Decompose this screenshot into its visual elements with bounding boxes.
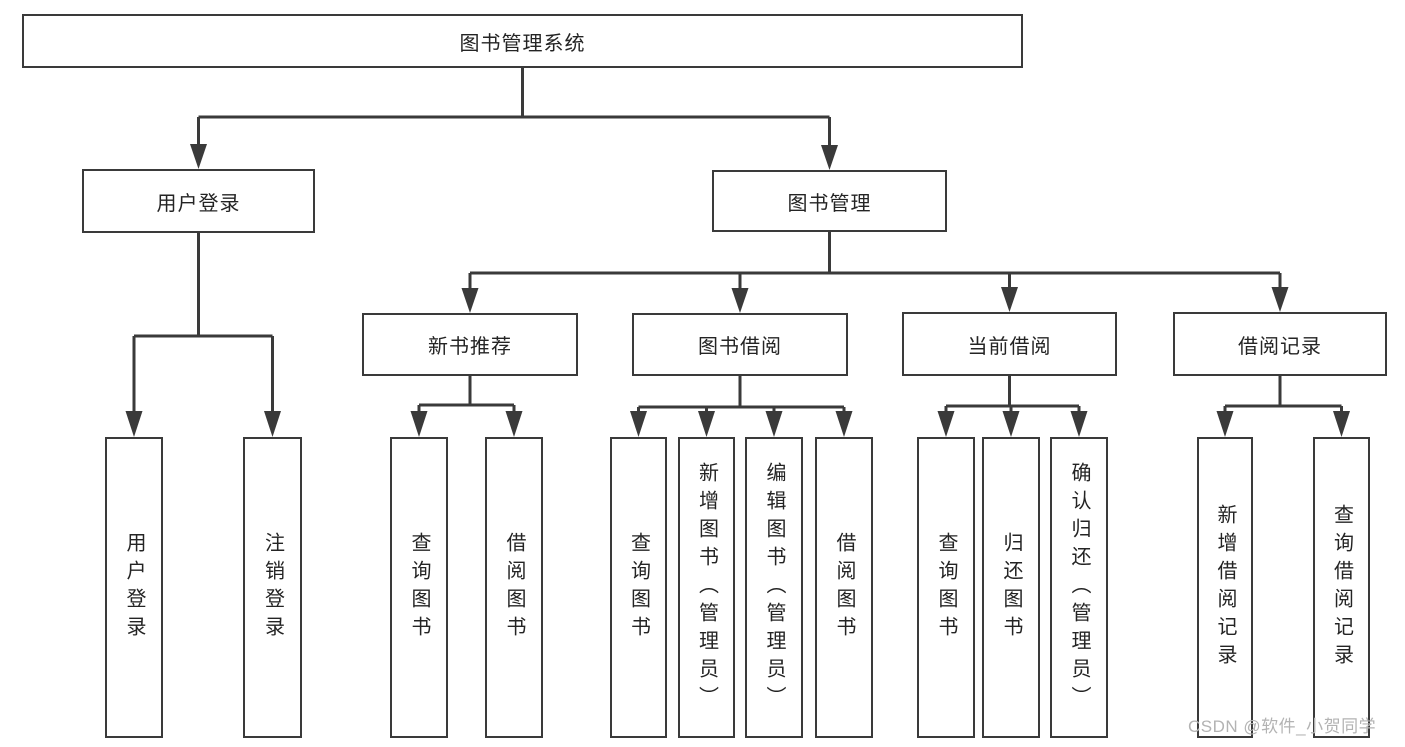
csdn-watermark: CSDN @软件_小贺同学 [1188,717,1377,736]
node-new-book-recommend: 新书推荐 [362,313,578,376]
leaf-rec-query-book: 查询图书 [390,437,448,738]
node-current-borrow: 当前借阅 [902,312,1117,376]
leaf-current-return-book-label: 归还图书 [1000,531,1022,644]
leaf-rec-borrow-book-label: 借阅图书 [503,531,525,644]
node-borrow-record-label: 借阅记录 [1238,335,1322,358]
leaf-borrow-add-book-admin-label: 新增图书（管理员） [695,461,718,714]
node-book-management-label: 图书管理 [787,192,872,215]
leaf-borrow-edit-book-admin-label: 编辑图书（管理员） [763,461,785,714]
node-new-book-recommend-label: 新书推荐 [428,336,512,358]
node-current-borrow-label: 当前借阅 [967,335,1052,358]
leaf-record-query-borrow-record-label: 查询借阅记录 [1330,503,1353,672]
node-book-management: 图书管理 [712,170,947,232]
leaf-record-query-borrow-record: 查询借阅记录 [1313,437,1370,738]
leaf-rec-query-book-label: 查询图书 [408,531,430,644]
node-library-system-label: 图书管理系统 [459,32,586,55]
leaf-borrow-query-book: 查询图书 [610,437,667,738]
node-borrow-record: 借阅记录 [1173,312,1387,376]
node-book-borrow: 图书借阅 [632,313,848,376]
leaf-record-add-borrow-record: 新增借阅记录 [1197,437,1253,738]
leaf-current-query-book: 查询图书 [917,437,975,738]
node-library-system: 图书管理系统 [22,14,1023,68]
leaf-borrow-borrow-book-label: 借阅图书 [833,531,855,644]
leaf-borrow-edit-book-admin: 编辑图书（管理员） [745,437,803,738]
leaf-logout: 注销登录 [243,437,302,738]
leaf-current-confirm-return-admin-label: 确认归还（管理员） [1068,461,1090,714]
leaf-logout-label: 注销登录 [261,531,284,644]
leaf-current-confirm-return-admin: 确认归还（管理员） [1050,437,1108,738]
leaf-record-add-borrow-record-label: 新增借阅记录 [1214,503,1236,672]
leaf-user-login-label: 用户登录 [123,531,145,644]
leaf-rec-borrow-book: 借阅图书 [485,437,543,738]
leaf-current-return-book: 归还图书 [982,437,1040,738]
node-book-borrow-label: 图书借阅 [698,336,782,358]
node-user-login: 用户登录 [82,169,315,233]
leaf-borrow-query-book-label: 查询图书 [627,531,650,644]
leaf-borrow-add-book-admin: 新增图书（管理员） [678,437,735,738]
node-user-login-label: 用户登录 [156,192,241,215]
leaf-borrow-borrow-book: 借阅图书 [815,437,873,738]
leaf-user-login: 用户登录 [105,437,163,738]
leaf-current-query-book-label: 查询图书 [935,531,957,644]
